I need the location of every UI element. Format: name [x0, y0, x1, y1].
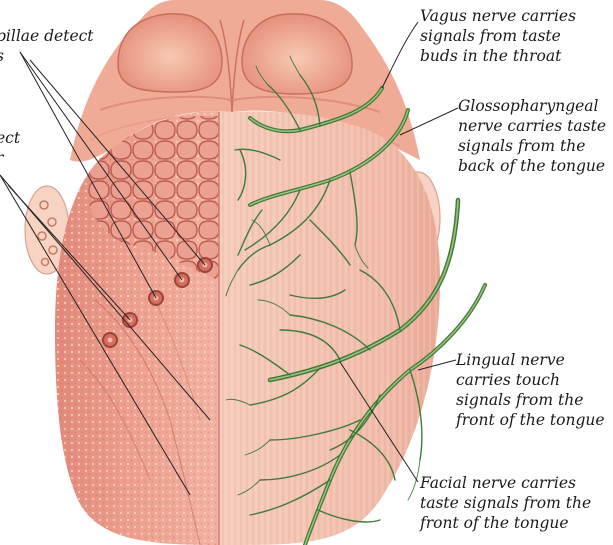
- leader-vagus: [382, 22, 418, 88]
- papillae-label-fragment: pillae detect s: [0, 26, 94, 66]
- tongue-body: [0, 100, 459, 545]
- facial-nerve-label: Facial nerve carries taste signals from …: [420, 473, 591, 533]
- lingual-nerve-label: Lingual nerve carries touch signals from…: [456, 350, 605, 430]
- vagus-nerve-label: Vagus nerve carries signals from taste b…: [420, 6, 576, 66]
- left-label-fragment: ect r: [0, 128, 20, 168]
- glossopharyngeal-nerve-label: Glossopharyngeal nerve carries taste sig…: [458, 96, 606, 176]
- epiglottis-left: [118, 14, 222, 92]
